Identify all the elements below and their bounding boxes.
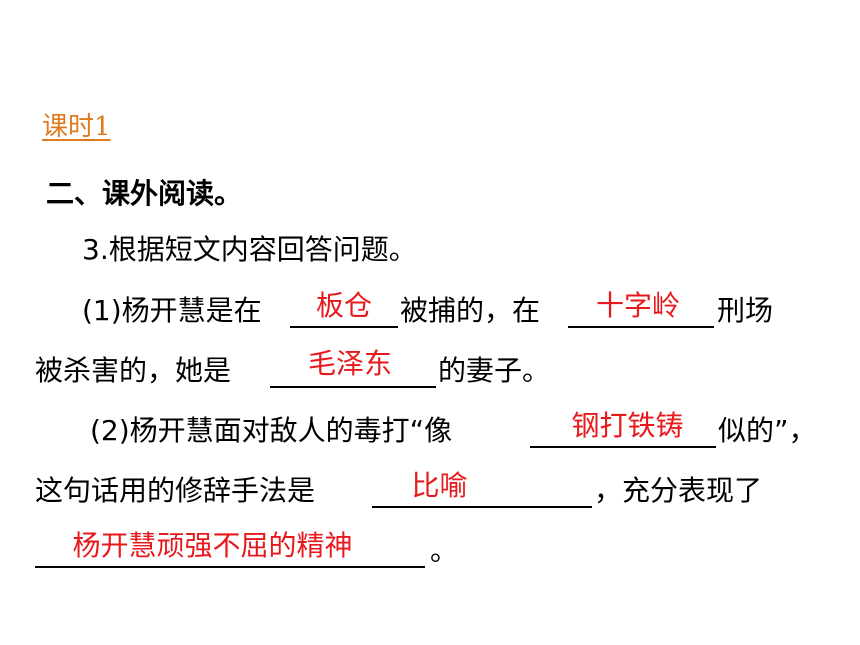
part2-blank-2[interactable] <box>372 506 592 508</box>
part2-line3-end: 。 <box>430 534 459 567</box>
part1-answer-2: 十字岭 <box>595 289 680 322</box>
part2-blank-1[interactable] <box>530 446 716 448</box>
part2-mid-1: 似的”， <box>718 414 817 447</box>
part1-line2-lead: 被杀害的，她是 <box>35 354 232 387</box>
part1-answer-3: 毛泽东 <box>307 347 392 380</box>
question-stem: 3.根据短文内容回答问题。 <box>82 233 417 266</box>
part2-answer-3: 杨开慧顽强不屈的精神 <box>72 529 353 562</box>
section-title: 二、课外阅读。 <box>46 177 243 210</box>
part2-answer-2: 比喻 <box>411 469 468 502</box>
part1-blank-3[interactable] <box>270 386 436 388</box>
part1-lead: (1)杨开慧是在 <box>82 294 262 327</box>
part2-line2-lead: 这句话用的修辞手法是 <box>35 474 316 507</box>
part1-blank-1[interactable] <box>290 326 398 328</box>
part2-lead: (2)杨开慧面对敌人的毒打“像 <box>90 414 453 447</box>
lesson-link[interactable]: 课时1 <box>42 112 111 142</box>
part1-line2-end: 的妻子。 <box>438 354 551 387</box>
part2-blank-3[interactable] <box>35 566 425 568</box>
part1-answer-1: 板仓 <box>315 289 372 322</box>
part1-mid-1: 被捕的，在 <box>400 294 541 327</box>
part2-line2-end: ，充分表现了 <box>594 474 763 507</box>
part1-mid-2: 刑场 <box>717 294 774 327</box>
part1-blank-2[interactable] <box>568 326 714 328</box>
part2-answer-1: 钢打铁铸 <box>571 409 684 442</box>
